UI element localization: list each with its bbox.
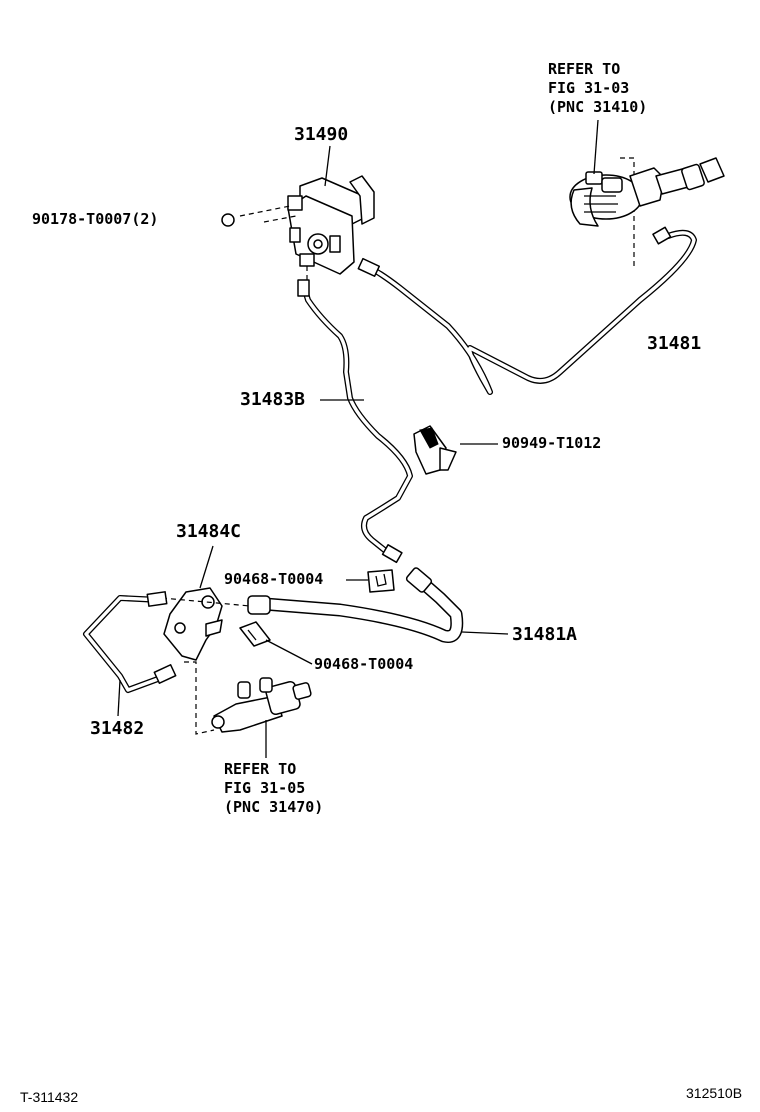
part-number-31482[interactable]: 31482 (90, 718, 145, 739)
part-number-90949-t1012[interactable]: 90949-T1012 (502, 434, 602, 452)
part-number-31483b[interactable]: 31483B (240, 389, 306, 410)
part-number-90468-t0004-upper[interactable]: 90468-T0004 (224, 570, 324, 588)
master-cylinder-leader (593, 119, 599, 175)
illustration-code-left: T-311432 (20, 1089, 79, 1105)
tube-clamp-90949 (413, 425, 498, 475)
release-cylinder-reference-note[interactable]: REFER TO FIG 31-05 (PNC 31470) (224, 760, 323, 817)
clutch-tube-31481 (357, 226, 697, 395)
part-number-31481[interactable]: 31481 (647, 333, 702, 354)
reference-line: (PNC 31470) (224, 798, 324, 816)
clutch-bracket (161, 545, 251, 661)
reference-line: FIG 31-03 (548, 79, 630, 97)
part-number-90468-t0004-lower[interactable]: 90468-T0004 (314, 655, 414, 673)
part-number-31490[interactable]: 31490 (294, 124, 349, 145)
hose-clip-90468-lower (239, 621, 313, 665)
hose-clip-90468-upper (346, 569, 395, 593)
reference-line: FIG 31-05 (224, 779, 306, 797)
clutch-release-cylinder (184, 661, 312, 758)
clutch-flexible-hose (247, 567, 509, 643)
reference-line: (PNC 31410) (548, 98, 648, 116)
master-cylinder-reference-note[interactable]: REFER TO FIG 31-03 (PNC 31410) (548, 60, 647, 117)
clutch-tube-31482 (83, 591, 177, 717)
clutch-master-cylinder (569, 157, 725, 270)
part-number-90178-t0007[interactable]: 90178-T0007(2) (32, 210, 159, 228)
reference-line: REFER TO (548, 60, 621, 78)
part-number-31481a[interactable]: 31481A (512, 624, 578, 645)
clutch-tube-31483b (297, 279, 413, 564)
illustration-code-right: 312510B (686, 1085, 743, 1101)
clutch-junction-block (221, 145, 375, 280)
part-number-31484c[interactable]: 31484C (176, 521, 242, 542)
reference-line: REFER TO (224, 760, 297, 778)
